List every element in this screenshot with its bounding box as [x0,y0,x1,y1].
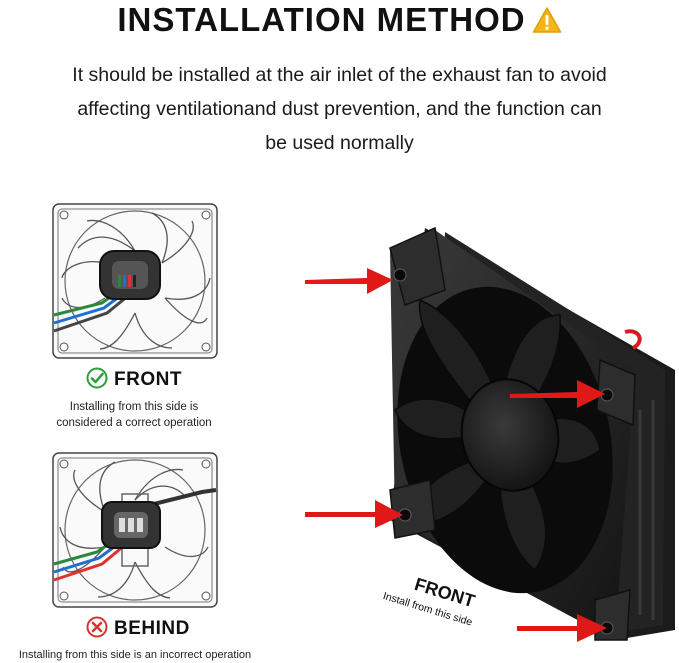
page-title: INSTALLATION METHOD [0,0,679,43]
title-text: INSTALLATION METHOD [117,1,526,38]
front-note: Installing from this side is considered … [34,399,234,431]
check-circle-icon [86,367,108,389]
fan-front-diagram [52,203,218,359]
front-note-line: Installing from this side is [69,401,199,413]
description-line: It should be installed at the air inlet … [72,64,607,86]
description-line: be used normally [265,132,414,154]
fan-behind-diagram [52,452,218,608]
behind-label: BEHIND [86,616,190,640]
description-line: affecting ventilationand dust prevention… [77,98,602,120]
front-label-text: FRONT [114,369,182,390]
behind-note-line: Installing from this side is an incorrec… [18,649,252,661]
front-note-line: considered a correct operation [56,417,212,429]
cross-circle-icon [86,616,108,638]
behind-label-text: BEHIND [114,618,190,639]
fan-photo [305,226,675,642]
installation-description: It should be installed at the air inlet … [20,58,659,160]
front-label: FRONT [86,367,182,391]
warning-triangle-icon [532,3,562,43]
behind-note: Installing from this side is an incorrec… [0,647,270,663]
